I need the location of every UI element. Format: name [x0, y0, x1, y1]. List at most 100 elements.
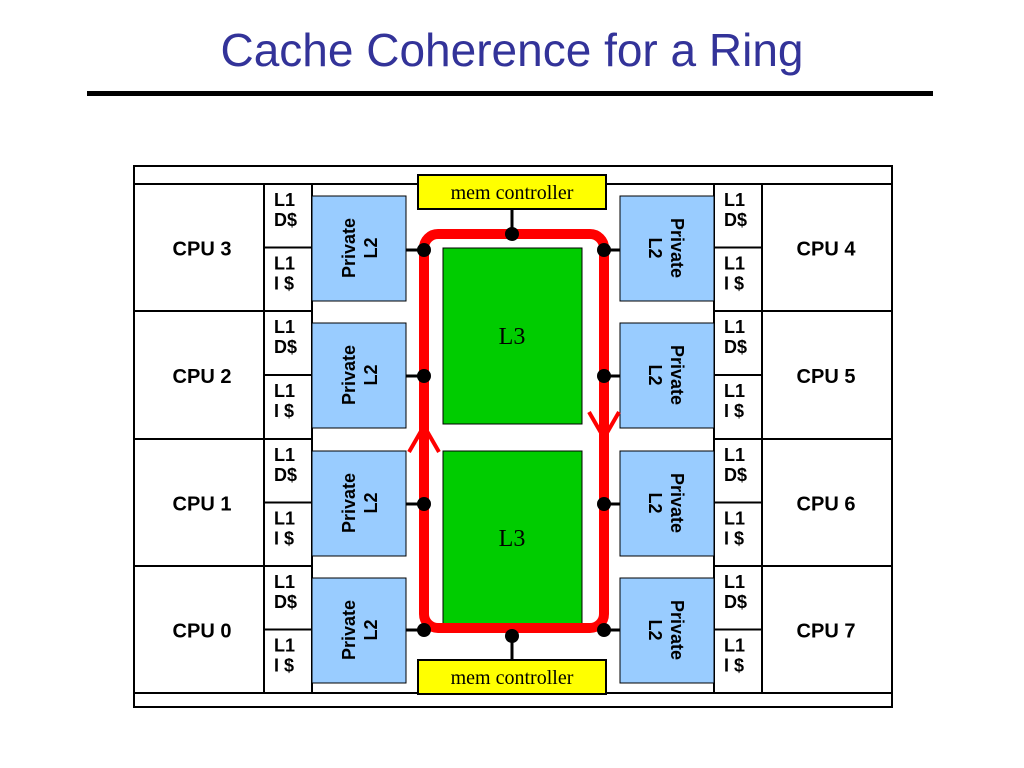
- cpu-label: CPU 7: [797, 621, 856, 643]
- l1-dcache-label-line2: D$: [274, 210, 297, 230]
- l1-icache-label-line1: L1: [274, 636, 295, 656]
- private-l2-label-line1: Private: [667, 345, 687, 405]
- cpu-label: CPU 1: [173, 494, 232, 516]
- private-l2-box: [311, 322, 407, 429]
- private-l2-box: [311, 195, 407, 302]
- l1-dcache-label-line2: D$: [274, 465, 297, 485]
- l1-dcache-label-line1: L1: [724, 317, 745, 337]
- l1-icache-label-line2: I $: [274, 656, 294, 676]
- l1-icache-label-line2: I $: [724, 529, 744, 549]
- l1-dcache-box: [263, 565, 313, 631]
- ring-node-right: [597, 369, 611, 383]
- l1-icache-box: [263, 628, 313, 694]
- private-l2-label-line2: L2: [645, 619, 665, 640]
- private-l2-box: [311, 450, 407, 557]
- cpu-box-right: [761, 565, 893, 694]
- private-l2-label-line2: L2: [645, 492, 665, 513]
- ring-node-right: [597, 243, 611, 257]
- private-l2-label-line1: Private: [339, 473, 359, 533]
- ring-node-left: [417, 497, 431, 511]
- l1-dcache-label-line1: L1: [274, 317, 295, 337]
- l1-icache-label-line1: L1: [724, 254, 745, 274]
- cpu-label: CPU 5: [797, 366, 856, 388]
- title-rule: [87, 91, 933, 96]
- mem-controller-label-top: mem controller: [451, 182, 574, 204]
- ring-node-bottom: [505, 629, 519, 643]
- l1-icache-label-line1: L1: [724, 509, 745, 529]
- l1-dcache-box: [713, 310, 763, 376]
- private-l2-label-line1: Private: [667, 218, 687, 278]
- l1-icache-box: [713, 374, 763, 440]
- l1-dcache-box: [263, 310, 313, 376]
- private-l2-label-line1: Private: [339, 218, 359, 278]
- ring-direction-arrow-down: [587, 411, 621, 443]
- l1-icache-label-line2: I $: [724, 274, 744, 294]
- ring-node-left: [417, 243, 431, 257]
- l1-dcache-label-line1: L1: [274, 190, 295, 210]
- l1-dcache-label-line2: D$: [724, 465, 747, 485]
- l1-dcache-label-line2: D$: [724, 592, 747, 612]
- cpu-label: CPU 6: [797, 494, 856, 516]
- l3-label-top: L3: [499, 324, 526, 350]
- l3-block-top: [442, 247, 583, 425]
- cpu-box-left: [133, 565, 265, 694]
- l1-dcache-label-line2: D$: [274, 337, 297, 357]
- l1-icache-label-line2: I $: [274, 274, 294, 294]
- ring-node-top: [505, 227, 519, 241]
- cpu-label: CPU 2: [173, 366, 232, 388]
- private-l2-label-line1: Private: [339, 345, 359, 405]
- l1-dcache-box: [713, 438, 763, 504]
- cpu-label: CPU 3: [173, 239, 232, 261]
- mem-controller-label-bottom: mem controller: [451, 667, 574, 689]
- private-l2-box: [619, 322, 715, 429]
- private-l2-label-line2: L2: [645, 364, 665, 385]
- private-l2-label-line2: L2: [361, 364, 381, 385]
- l1-icache-box: [263, 374, 313, 440]
- l1-icache-label-line2: I $: [724, 656, 744, 676]
- cpu-box-left: [133, 438, 265, 567]
- cpu-box-right: [761, 310, 893, 440]
- l1-icache-label-line1: L1: [274, 509, 295, 529]
- private-l2-label-line2: L2: [645, 237, 665, 258]
- ring-node-left: [417, 623, 431, 637]
- cpu-box-right: [761, 438, 893, 567]
- l1-icache-label-line1: L1: [724, 381, 745, 401]
- cpu-label: CPU 4: [797, 239, 857, 261]
- mem-controller-bottom: [417, 659, 607, 695]
- private-l2-box: [619, 195, 715, 302]
- l1-dcache-label-line1: L1: [274, 445, 295, 465]
- l1-dcache-label-line1: L1: [724, 190, 745, 210]
- private-l2-box: [619, 577, 715, 684]
- ring-node-right: [597, 623, 611, 637]
- private-l2-box: [619, 450, 715, 557]
- l1-dcache-label-line2: D$: [274, 592, 297, 612]
- private-l2-label-line2: L2: [361, 237, 381, 258]
- l1-dcache-label-line2: D$: [724, 337, 747, 357]
- ring-node-right: [597, 497, 611, 511]
- ring-node-left: [417, 369, 431, 383]
- l1-icache-box: [263, 501, 313, 567]
- l1-dcache-label-line1: L1: [724, 445, 745, 465]
- l1-icache-label-line1: L1: [274, 254, 295, 274]
- l1-icache-label-line1: L1: [724, 636, 745, 656]
- l1-icache-label-line2: I $: [274, 401, 294, 421]
- private-l2-label-line1: Private: [667, 473, 687, 533]
- l1-icache-label-line1: L1: [274, 381, 295, 401]
- private-l2-label-line1: Private: [339, 600, 359, 660]
- slide-title: Cache Coherence for a Ring: [220, 24, 804, 76]
- private-l2-label-line1: Private: [667, 600, 687, 660]
- l1-icache-box: [713, 628, 763, 694]
- private-l2-label-line2: L2: [361, 619, 381, 640]
- l1-dcache-label-line2: D$: [724, 210, 747, 230]
- ring-direction-arrow-up: [407, 421, 441, 453]
- l1-dcache-label-line1: L1: [724, 572, 745, 592]
